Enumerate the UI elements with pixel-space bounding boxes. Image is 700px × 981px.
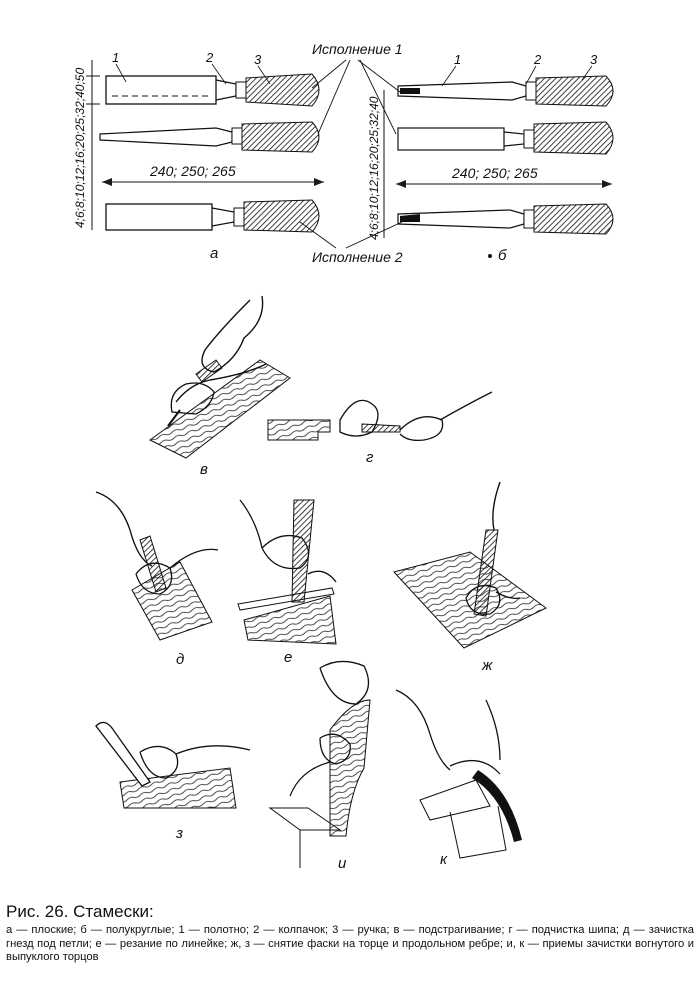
panel-v-planing: в	[149, 295, 291, 478]
panel-label-v: в	[200, 461, 208, 478]
part-1-label-a: 1	[112, 50, 119, 65]
panel-label-b: б	[498, 247, 507, 264]
caption-body: а — плоские; б — полукруглые; 1 — полотн…	[6, 924, 694, 963]
part-3-label-b: 3	[590, 52, 598, 67]
flat-chisel-bottom	[105, 199, 320, 233]
length-b: 240; 250; 265	[451, 165, 538, 181]
panel-label-z: з	[175, 825, 183, 842]
panel-g-tenon: г	[267, 391, 493, 466]
part-2-label-b: 2	[533, 52, 542, 67]
panel-z-edge-chamfer: з	[95, 721, 251, 842]
version-2-label: Исполнение 2	[312, 249, 403, 265]
part-1-label-b: 1	[454, 52, 461, 67]
caption-title: Рис. 26. Стамески:	[6, 902, 154, 921]
panel-label-zh: ж	[481, 657, 493, 674]
panel-label-k: к	[440, 851, 448, 868]
panel-e-ruler-cut: е	[237, 499, 337, 666]
panel-label-g: г	[366, 449, 374, 466]
size-dims-b: 4;6;8;10;12;16;20;25;32;40	[367, 96, 381, 240]
part-3-label-a: 3	[254, 52, 262, 67]
gouge-top	[397, 75, 614, 107]
figure-caption: Рис. 26. Стамески: а — плоские; б — полу…	[6, 902, 694, 965]
gouge-bottom	[397, 203, 614, 235]
panel-d-hinge-mortise: д	[95, 491, 219, 668]
panel-i-concave-end: и	[268, 660, 371, 872]
gouge-middle	[397, 121, 614, 155]
panel-a-flat-chisels: 4;6;8;10;12;16;20;25;32;40;50 240; 250; …	[73, 50, 324, 262]
panel-label-e: е	[284, 649, 292, 666]
length-a: 240; 250; 265	[149, 163, 236, 179]
panel-b-gouges: 4;6;8;10;12;16;20;25;32;40 240; 250; 265…	[367, 52, 614, 264]
flat-chisel-top	[105, 73, 320, 107]
chisel-illustration: 4;6;8;10;12;16;20;25;32;40;50 240; 250; …	[73, 41, 614, 872]
flat-chisel-middle	[99, 121, 320, 153]
panel-label-i: и	[338, 855, 347, 872]
panel-k-convex-end: к	[395, 689, 522, 868]
panel-zh-end-chamfer: ж	[393, 481, 547, 674]
panel-label-a: а	[210, 245, 218, 262]
part-2-label-a: 2	[205, 50, 214, 65]
version-callouts: Исполнение 1 Исполнение 2	[299, 41, 403, 265]
version-1-label: Исполнение 1	[312, 41, 403, 57]
panel-label-d: д	[176, 651, 184, 668]
size-dims-a: 4;6;8;10;12;16;20;25;32;40;50	[73, 68, 87, 228]
